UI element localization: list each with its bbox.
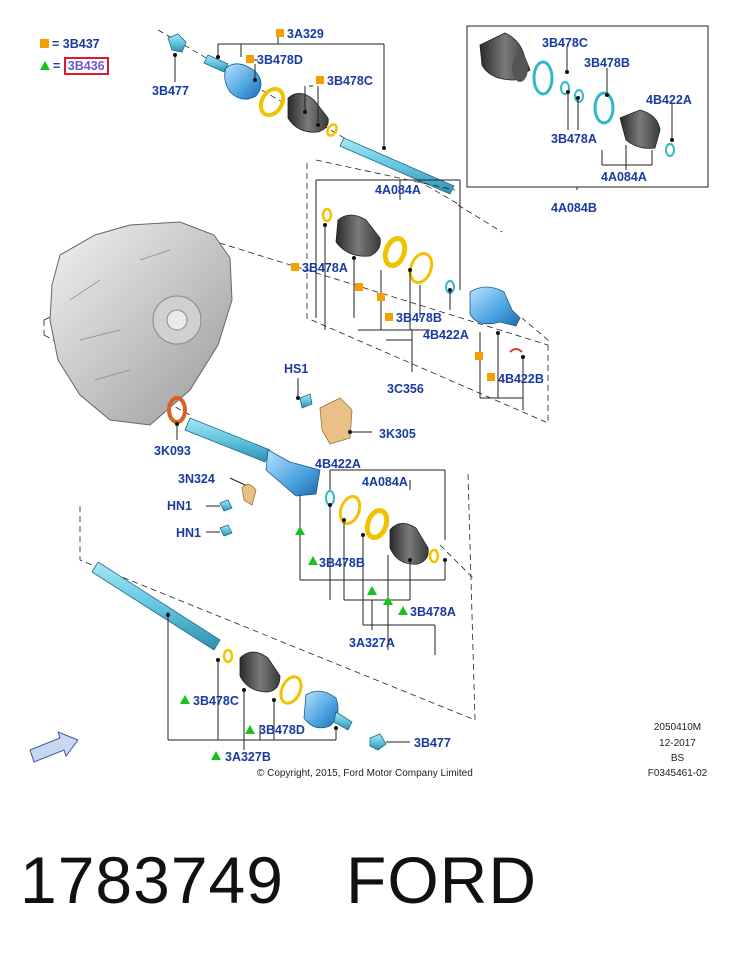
label-hs1: HS1 — [284, 362, 309, 376]
label-hn1-b: HN1 — [176, 526, 202, 540]
legend-triangle: = 3B436 — [40, 57, 109, 75]
label-mid-3c356: 3C356 — [387, 382, 424, 396]
meta-figure: F0345461-02 — [647, 768, 708, 779]
middle-boot-kit — [315, 179, 525, 410]
label-3b477-top: 3B477 — [152, 84, 189, 98]
label-3k093: 3K093 — [154, 444, 191, 458]
label-mid-3b478b: 3B478B — [396, 311, 442, 325]
label-bot-3b478d: 3B478D — [259, 723, 305, 737]
label-inset-4a084a: 4A084A — [601, 170, 647, 184]
direction-arrow — [29, 731, 79, 763]
meta-date: 12-2017 — [659, 738, 696, 749]
label-mid-4a084a: 4A084A — [375, 183, 421, 197]
label-low-3b478a: 3B478A — [410, 605, 456, 619]
label-3n324: 3N324 — [178, 472, 215, 486]
legend-square: = 3B437 — [40, 37, 100, 51]
lower-boot-kit — [299, 469, 447, 655]
meta-bs: BS — [670, 753, 685, 764]
label-inset-3b478b: 3B478B — [584, 56, 630, 70]
label-3b478d-top: 3B478D — [257, 53, 303, 67]
label-bot-3b477: 3B477 — [414, 736, 451, 750]
copyright-notice: © Copyright, 2015, Ford Motor Company Li… — [257, 768, 473, 779]
transaxle-housing — [49, 221, 233, 440]
label-bot-3b478c: 3B478C — [193, 694, 239, 708]
label-inset-4b422a: 4B422A — [646, 93, 692, 107]
label-inset-3b478c: 3B478C — [542, 36, 588, 50]
legend-triangle-part: 3B436 — [63, 57, 109, 75]
label-low-4b422a: 4B422A — [315, 457, 361, 471]
legend-square-part: 3B437 — [62, 37, 100, 51]
label-mid-4b422a: 4B422A — [423, 328, 469, 342]
part-number: 1783749 — [20, 843, 284, 917]
label-mid-4b422b: 4B422B — [498, 372, 544, 386]
label-low-3a327a: 3A327A — [349, 636, 395, 650]
label-inset-3b478a: 3B478A — [551, 132, 597, 146]
green-triangle-markers — [180, 526, 408, 760]
label-3b478c-top: 3B478C — [327, 74, 373, 88]
meta-code: 2050410M — [653, 722, 702, 733]
label-low-4a084a: 4A084A — [362, 475, 408, 489]
inset-box — [466, 25, 709, 190]
square-symbol — [40, 39, 49, 48]
brand-name: FORD — [346, 843, 537, 917]
intermediate-shaft — [184, 378, 372, 537]
label-3k305: 3K305 — [379, 427, 416, 441]
upper-shaft-assembly — [157, 29, 461, 206]
label-3a329: 3A329 — [287, 27, 324, 41]
label-mid-3b478a: 3B478A — [302, 261, 348, 275]
label-inset-4a084b: 4A084B — [551, 201, 597, 215]
orange-square-markers — [246, 29, 495, 381]
label-bot-3a327b: 3A327B — [225, 750, 271, 764]
lower-shaft-assembly — [91, 561, 410, 751]
label-low-3b478b: 3B478B — [319, 556, 365, 570]
label-hn1-a: HN1 — [167, 499, 193, 513]
triangle-symbol — [40, 61, 50, 70]
